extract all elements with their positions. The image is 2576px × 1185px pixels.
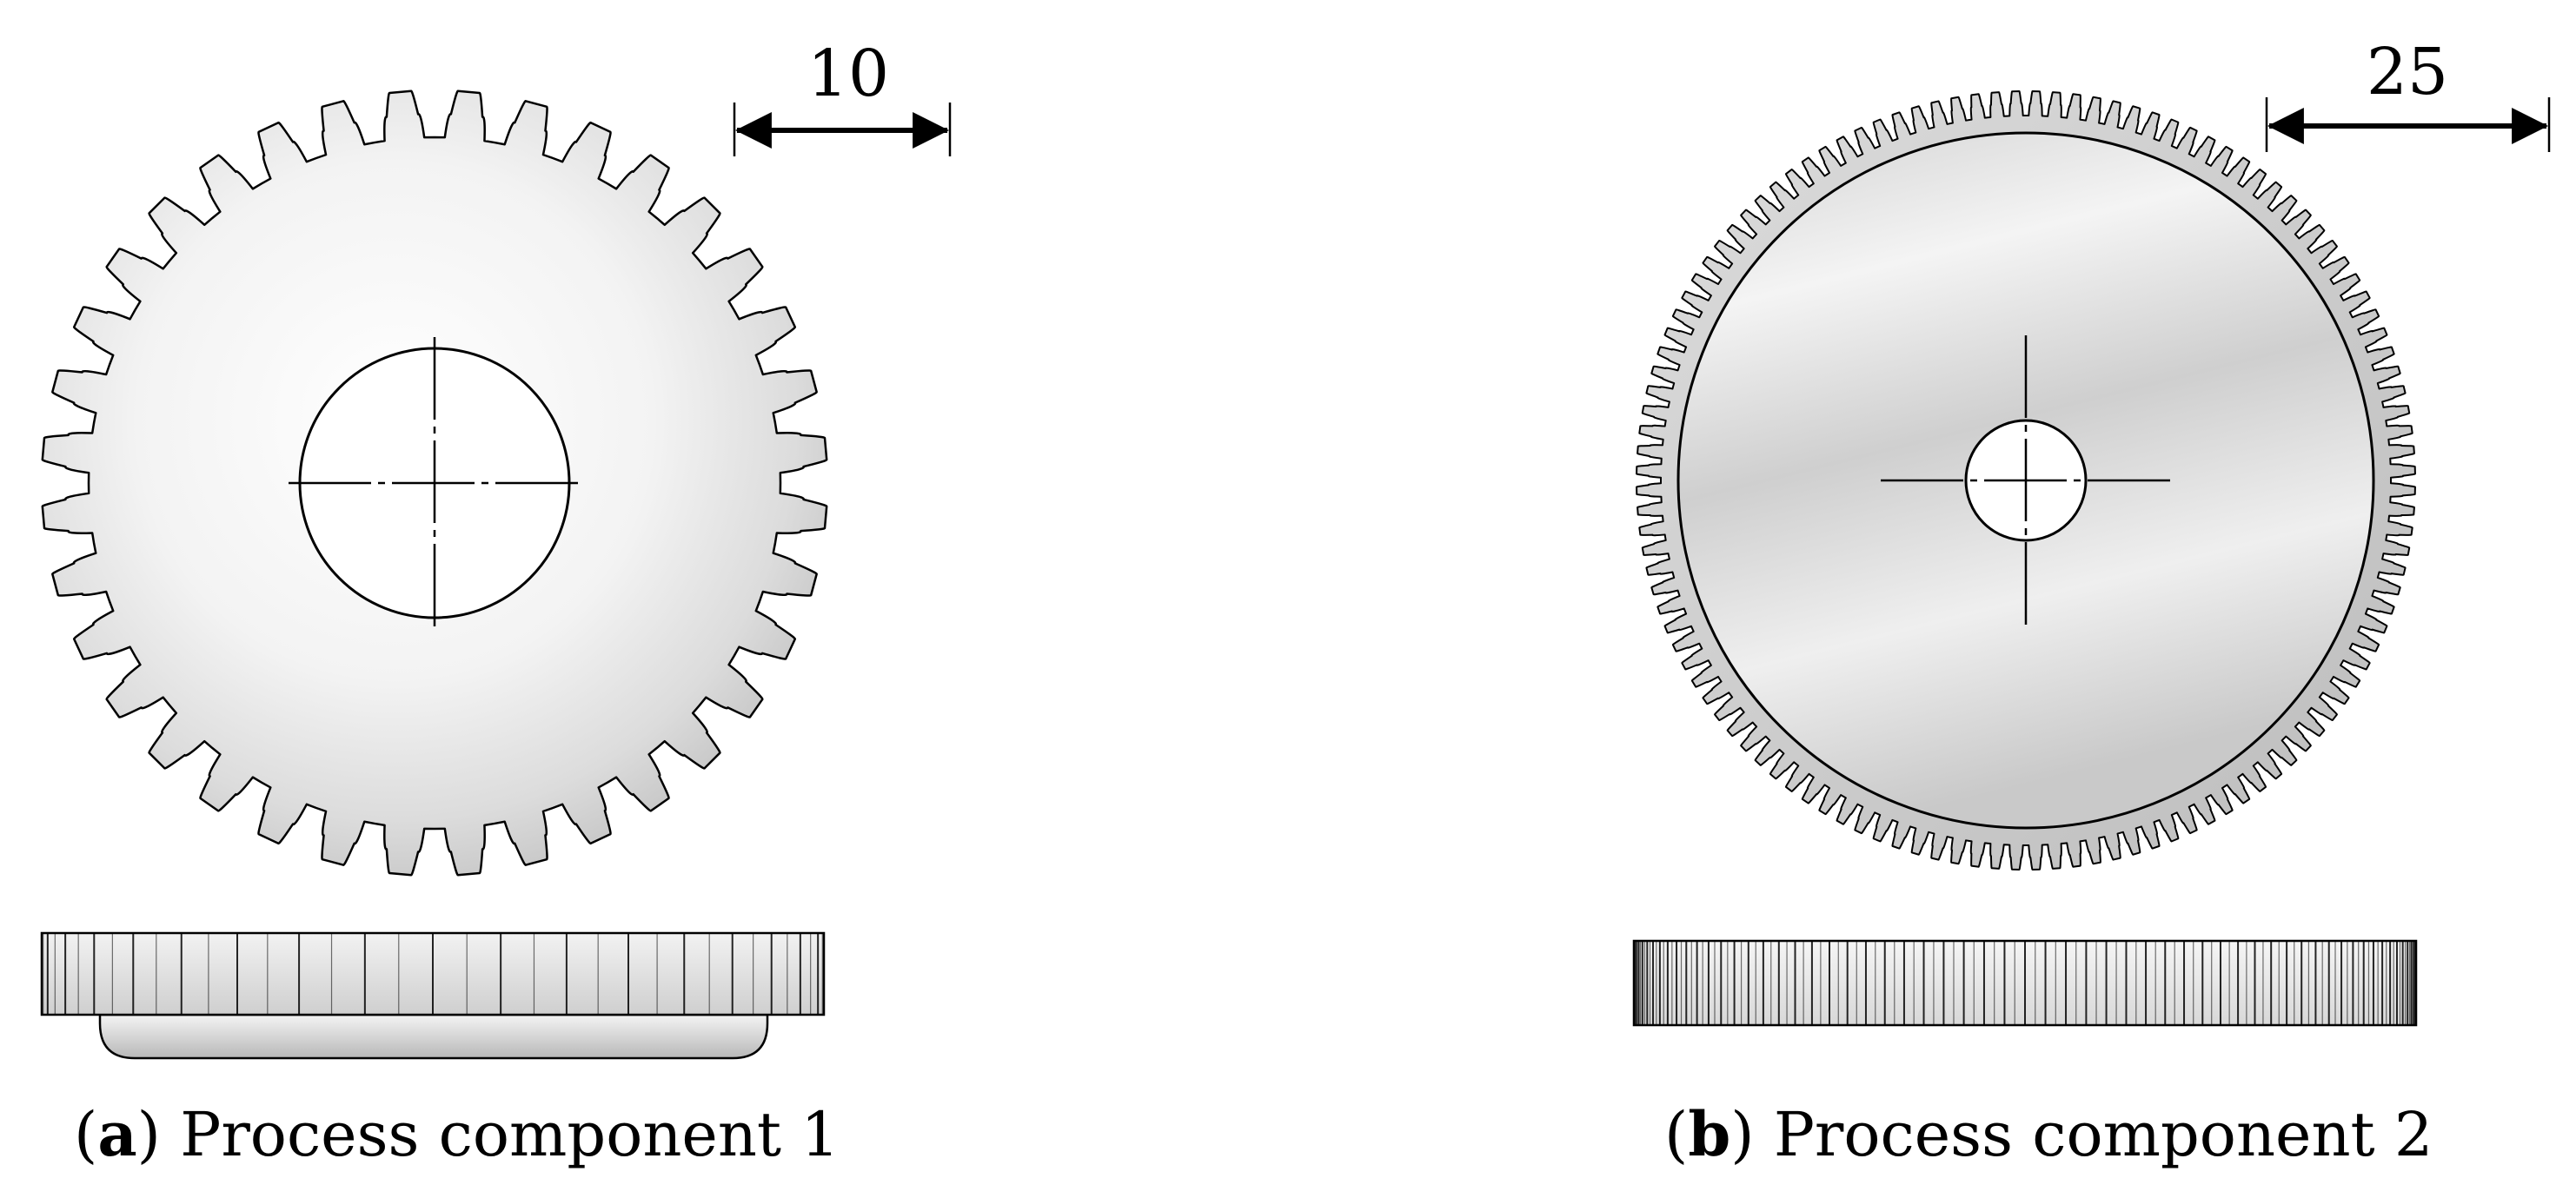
caption-a-close: ) [137, 1099, 161, 1170]
caption-b: (b) Process component 2 [1664, 1098, 2433, 1170]
caption-a-open: ( [74, 1099, 97, 1170]
caption-a-letter: a [97, 1098, 136, 1170]
caption-a-text: Process component 1 [161, 1099, 840, 1170]
caption-a: (a) Process component 1 [74, 1098, 840, 1170]
caption-b-open: ( [1664, 1099, 1688, 1170]
gear-a-side-hub [98, 1013, 769, 1060]
caption-b-text: Process component 2 [1755, 1099, 2433, 1170]
gear-b-side-teeth [1634, 941, 2416, 1025]
gear-a-dimension-label: 10 [807, 36, 889, 111]
gear-a-side-teeth [43, 933, 823, 1015]
component-a: 10 (a) Process component 1 [40, 36, 952, 1170]
caption-b-close: ) [1730, 1099, 1754, 1170]
gear-b-dimension-label: 25 [2367, 35, 2448, 109]
caption-b-letter: b [1688, 1098, 1730, 1170]
component-b: 25 (b) Process component 2 [1632, 35, 2551, 1170]
